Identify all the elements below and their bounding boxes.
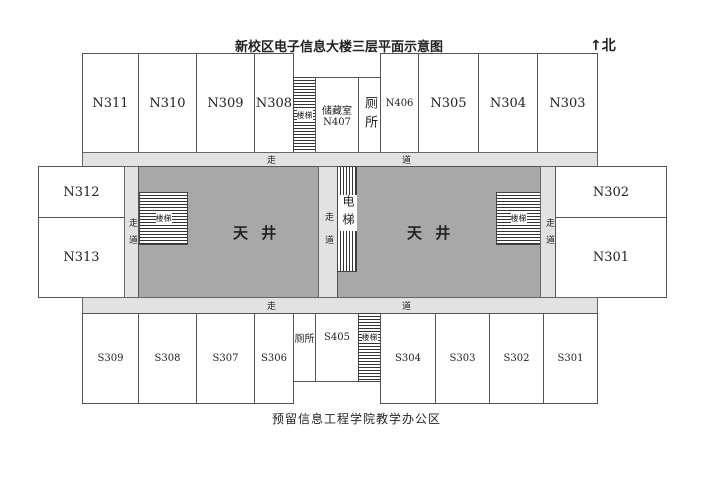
room-n305: N305 xyxy=(418,53,479,153)
atrium-west-label: 天 井 xyxy=(233,224,281,242)
room-n312: N312 xyxy=(38,166,125,218)
stairs-label: 楼梯 xyxy=(510,213,527,224)
corridor-east-label: 走道 xyxy=(544,218,554,252)
corridor-south-label-1: 走 xyxy=(267,302,277,312)
north-label: 北 xyxy=(601,38,616,54)
storage-label: 储藏室 xyxy=(322,106,352,117)
storage-number: N407 xyxy=(323,117,351,128)
room-n301: N301 xyxy=(555,217,667,298)
north-indicator: ↑北 xyxy=(590,35,616,55)
room-n302: N302 xyxy=(555,166,667,218)
room-n303: N303 xyxy=(537,53,598,153)
room-n308: N308 xyxy=(254,53,294,153)
toilet-south: 厕所 xyxy=(293,313,316,382)
room-s301: S301 xyxy=(543,313,598,404)
corridor-south xyxy=(82,297,598,314)
footer-label: 预留信息工程学院教学办公区 xyxy=(272,412,442,426)
room-n310: N310 xyxy=(138,53,197,153)
room-s405: S405 xyxy=(315,313,359,382)
corridor-north xyxy=(82,152,598,167)
room-n309: N309 xyxy=(196,53,255,153)
corridor-north-label-2: 道 xyxy=(402,156,412,166)
stairs-label: 楼梯 xyxy=(361,332,378,343)
stairs-label: 楼梯 xyxy=(155,213,172,224)
stairs-label: 楼梯 xyxy=(296,109,313,121)
room-s304: S304 xyxy=(380,313,436,404)
stairs-south: 楼梯 xyxy=(358,313,381,382)
north-arrow-icon: ↑ xyxy=(590,38,602,54)
elevator-label: 电梯 xyxy=(340,195,357,231)
corridor-west-label: 走道 xyxy=(127,218,137,252)
room-s303: S303 xyxy=(435,313,490,404)
room-s307: S307 xyxy=(196,313,255,404)
stairs-west: 楼梯 xyxy=(139,192,188,245)
toilet-label: 厕所 xyxy=(362,96,377,134)
room-n304: N304 xyxy=(478,53,538,153)
room-s309: S309 xyxy=(82,313,139,404)
corridor-center-label: 走道 xyxy=(323,212,333,258)
corridor-north-label-1: 走 xyxy=(267,156,277,166)
room-s308: S308 xyxy=(138,313,197,404)
room-n406: N406 xyxy=(380,53,419,153)
atrium-east-label: 天 井 xyxy=(407,224,455,242)
room-n311: N311 xyxy=(82,53,139,153)
toilet-north: 厕所 xyxy=(358,77,381,153)
corridor-south-label-2: 道 xyxy=(402,302,412,312)
stairs-north: 楼梯 xyxy=(293,77,316,153)
room-n407-storage: 储藏室 N407 xyxy=(315,77,359,153)
plan-title: 新校区电子信息大楼三层平面示意图 xyxy=(235,40,444,55)
room-s405-label: S405 xyxy=(324,332,350,343)
stairs-east: 楼梯 xyxy=(496,192,541,245)
room-n313: N313 xyxy=(38,217,125,298)
toilet-label: 厕所 xyxy=(294,334,315,345)
room-s306: S306 xyxy=(254,313,294,404)
room-s302: S302 xyxy=(489,313,544,404)
